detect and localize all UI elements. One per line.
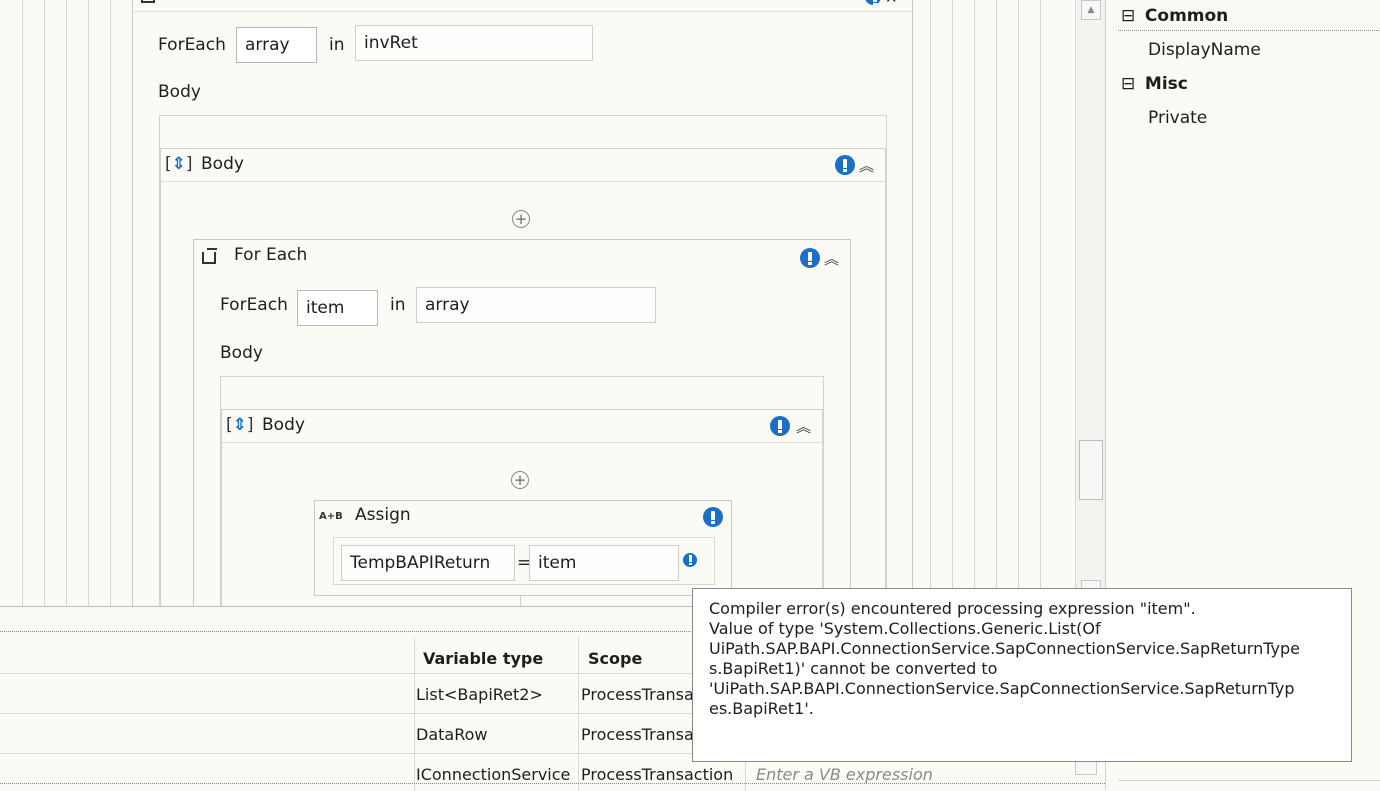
column-divider: [578, 637, 579, 791]
foreach-label: ForEach: [220, 295, 288, 315]
column-divider: [414, 637, 415, 791]
error-icon[interactable]: [865, 0, 881, 6]
inner-body-container: [⇕] Body ︽ + A+B Assign: [220, 376, 824, 606]
section-divider: [1118, 30, 1380, 31]
error-icon[interactable]: [835, 155, 855, 175]
sequence-title: Body: [262, 415, 305, 435]
equals-label: =: [517, 553, 532, 573]
header-divider: [161, 181, 885, 182]
add-activity-icon[interactable]: +: [511, 471, 529, 489]
tooltip-line: UiPath.SAP.BAPI.ConnectionService.SapCon…: [709, 639, 1300, 658]
close-icon[interactable]: ✕: [885, 0, 898, 7]
assign-activity[interactable]: A+B Assign TempBAPIReturn = item: [314, 500, 732, 596]
outer-foreach-activity[interactable]: ✕ ForEach array in invRet Body [⇕] Body …: [132, 0, 913, 606]
foreach-icon: [202, 252, 216, 264]
scope-cell[interactable]: ProcessTransaction: [581, 765, 734, 783]
panel-header-divider: [0, 631, 1105, 632]
foreach-item-input[interactable]: item: [297, 290, 378, 326]
error-icon[interactable]: [703, 507, 723, 527]
error-icon[interactable]: [800, 248, 820, 268]
collapse-icon[interactable]: ︽: [859, 157, 875, 175]
row-divider: [0, 713, 1105, 714]
section-common[interactable]: ⊟ Common: [1121, 6, 1228, 26]
sequence-icon: [⇕]: [165, 154, 193, 174]
variable-type-cell[interactable]: DataRow: [416, 725, 488, 744]
outer-body-sequence[interactable]: [⇕] Body ︽ + For Each ︽ ForEach item in …: [160, 148, 886, 606]
in-label: in: [390, 295, 406, 315]
collapse-box-icon[interactable]: ⊟: [1121, 6, 1136, 26]
tooltip-line: 'UiPath.SAP.BAPI.ConnectionService.SapCo…: [709, 679, 1295, 698]
foreach-item-input[interactable]: array: [236, 27, 317, 63]
add-activity-icon[interactable]: +: [512, 210, 530, 228]
foreach-collection-input[interactable]: invRet: [355, 25, 593, 61]
column-header-scope[interactable]: Scope: [588, 649, 643, 668]
header-divider: [222, 442, 822, 443]
assign-icon: A+B: [319, 511, 343, 522]
collapse-box-icon[interactable]: ⊟: [1121, 74, 1136, 94]
collapse-icon[interactable]: ︽: [796, 418, 812, 436]
tooltip-line: Value of type 'System.Collections.Generi…: [709, 619, 1101, 638]
property-displayname[interactable]: DisplayName: [1148, 40, 1261, 60]
nesting-line: [44, 0, 45, 606]
tooltip-line: s.BapiRet1)' cannot be converted to: [709, 659, 998, 678]
assign-to-input[interactable]: TempBAPIReturn: [341, 545, 515, 581]
column-header-variable-type[interactable]: Variable type: [423, 649, 544, 668]
tooltip-line: Compiler error(s) encountered processing…: [709, 599, 1196, 618]
property-private[interactable]: Private: [1148, 108, 1208, 128]
section-misc[interactable]: ⊟ Misc: [1121, 74, 1188, 94]
assign-value-input[interactable]: item: [529, 545, 679, 581]
nesting-line: [110, 0, 111, 606]
collapse-icon[interactable]: ︽: [824, 250, 840, 268]
nesting-line: [1040, 0, 1041, 606]
error-icon[interactable]: [770, 416, 790, 436]
workflow-designer-canvas[interactable]: ✕ ForEach array in invRet Body [⇕] Body …: [0, 0, 1075, 606]
in-label: in: [329, 35, 345, 55]
outer-body-container: [⇕] Body ︽ + For Each ︽ ForEach item in …: [159, 115, 887, 606]
variable-type-cell[interactable]: List<BapiRet2>: [416, 685, 543, 704]
panel-bottom-divider: [0, 783, 1105, 784]
foreach-label: ForEach: [158, 35, 226, 55]
inner-foreach-activity[interactable]: For Each ︽ ForEach item in array Body [⇕…: [193, 239, 851, 606]
scroll-up-arrow-icon[interactable]: ▲: [1081, 0, 1101, 20]
designer-vertical-scrollbar[interactable]: ▲: [1075, 0, 1105, 606]
foreach-icon: [141, 0, 155, 3]
header-divider: [133, 11, 912, 12]
nesting-line: [974, 0, 975, 606]
section-title: Common: [1144, 6, 1229, 26]
connector-line: [520, 596, 521, 606]
nesting-line: [88, 0, 89, 606]
foreach-icon-top: [207, 248, 217, 250]
row-divider: [0, 753, 1105, 754]
tooltip-line: es.BapiRet1'.: [709, 699, 814, 718]
sequence-icon: [⇕]: [226, 415, 254, 435]
sequence-title: Body: [201, 154, 244, 174]
expression-error-icon[interactable]: [683, 553, 697, 567]
variable-type-cell[interactable]: IConnectionService: [416, 765, 571, 783]
section-title: Misc: [1144, 74, 1188, 94]
nesting-line: [930, 0, 931, 606]
nesting-line: [22, 0, 23, 606]
foreach-collection-input[interactable]: array: [416, 287, 656, 323]
body-label: Body: [220, 343, 263, 363]
scroll-thumb[interactable]: [1079, 440, 1103, 500]
inner-body-sequence[interactable]: [⇕] Body ︽ + A+B Assign: [221, 409, 823, 606]
assign-title: Assign: [355, 505, 411, 525]
nesting-line: [1018, 0, 1019, 606]
panel-bottom-divider: [1118, 780, 1380, 781]
body-label: Body: [158, 82, 201, 102]
nesting-line: [66, 0, 67, 606]
row-divider: [0, 673, 1105, 674]
nesting-line: [952, 0, 953, 606]
nesting-line: [996, 0, 997, 606]
foreach-title: For Each: [234, 245, 308, 265]
assign-fields-frame: [333, 537, 715, 585]
default-value-input[interactable]: Enter a VB expression: [756, 765, 933, 783]
compiler-error-tooltip: Compiler error(s) encountered processing…: [692, 588, 1352, 762]
